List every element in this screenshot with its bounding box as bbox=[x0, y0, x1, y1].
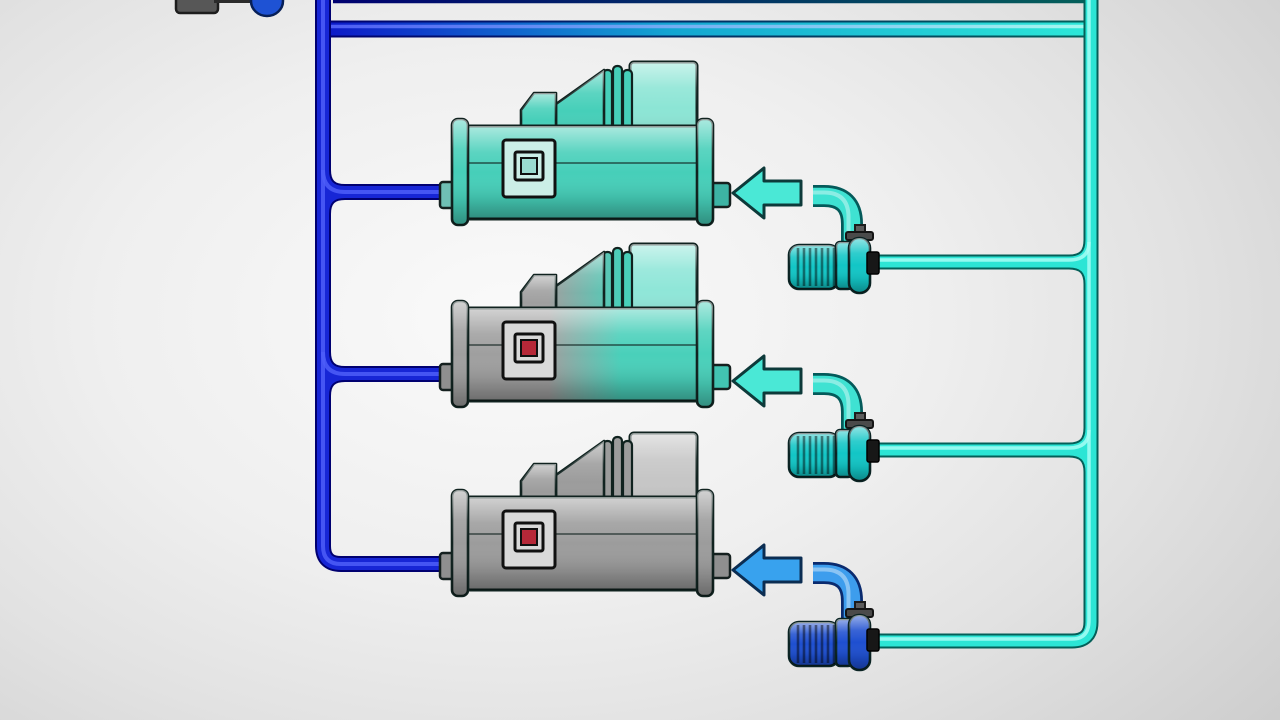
flow-arrow-2 bbox=[731, 354, 803, 408]
control-panel bbox=[501, 320, 557, 381]
right-end-cap-shading bbox=[697, 301, 713, 407]
flow-arrow-shape bbox=[731, 543, 803, 597]
supply-pipe-network bbox=[315, 0, 457, 572]
pump-3 bbox=[787, 562, 880, 672]
pump-2 bbox=[787, 373, 880, 483]
return-pipe-network bbox=[871, 0, 1099, 649]
partial-pump-valve bbox=[249, 0, 285, 18]
header-pipe bbox=[330, 20, 1091, 38]
machine-2 bbox=[438, 242, 732, 409]
control-panel bbox=[501, 509, 557, 570]
machine-body-shading bbox=[461, 308, 706, 401]
flow-arrow-shape bbox=[731, 354, 803, 408]
valve-body-shading bbox=[849, 238, 870, 293]
outlet-connector bbox=[866, 628, 880, 652]
machines-layer bbox=[438, 60, 732, 598]
partial-pump-motor bbox=[174, 0, 220, 15]
inlet-elbow-pipe bbox=[813, 187, 861, 243]
top-pump-partial bbox=[174, 0, 285, 18]
control-panel bbox=[501, 138, 557, 199]
status-indicator bbox=[520, 157, 538, 175]
left-end-cap-shading bbox=[452, 301, 468, 407]
machine-1 bbox=[438, 60, 732, 227]
pump-motor-shading bbox=[789, 433, 839, 477]
inlet-elbow-highlight bbox=[813, 567, 851, 617]
machine-body-shading bbox=[461, 126, 706, 219]
flow-arrow-shape bbox=[731, 166, 803, 220]
pump-motor-shading bbox=[789, 245, 839, 289]
valve-body-shading bbox=[849, 615, 870, 670]
right-end-cap-shading bbox=[697, 119, 713, 225]
pump-1 bbox=[787, 185, 880, 295]
left-end-cap-shading bbox=[452, 490, 468, 596]
motor-ribs bbox=[796, 436, 836, 475]
outlet-connector bbox=[866, 251, 880, 275]
pump-motor-shading bbox=[789, 622, 839, 666]
motor-ribs bbox=[796, 248, 836, 287]
inlet-elbow-highlight bbox=[813, 378, 851, 428]
pipe-network bbox=[315, 0, 1099, 649]
motor-ribs bbox=[796, 625, 836, 664]
partial-pump-shaft bbox=[214, 0, 262, 3]
inlet-elbow-pipe bbox=[813, 564, 861, 620]
inlet-elbow-pipe bbox=[813, 375, 861, 431]
inlet-elbow-highlight bbox=[813, 190, 851, 240]
pumps-layer bbox=[787, 185, 880, 672]
left-end-cap-shading bbox=[452, 119, 468, 225]
status-indicator bbox=[520, 528, 538, 546]
flow-arrow-1 bbox=[731, 166, 803, 220]
valve-body-shading bbox=[849, 426, 870, 481]
machine-body-shading bbox=[461, 497, 706, 590]
machine-3 bbox=[438, 431, 732, 598]
right-end-cap-shading bbox=[697, 490, 713, 596]
flow-arrow-3 bbox=[731, 543, 803, 597]
status-indicator bbox=[520, 339, 538, 357]
arrows-layer bbox=[731, 166, 803, 597]
outlet-connector bbox=[866, 439, 880, 463]
